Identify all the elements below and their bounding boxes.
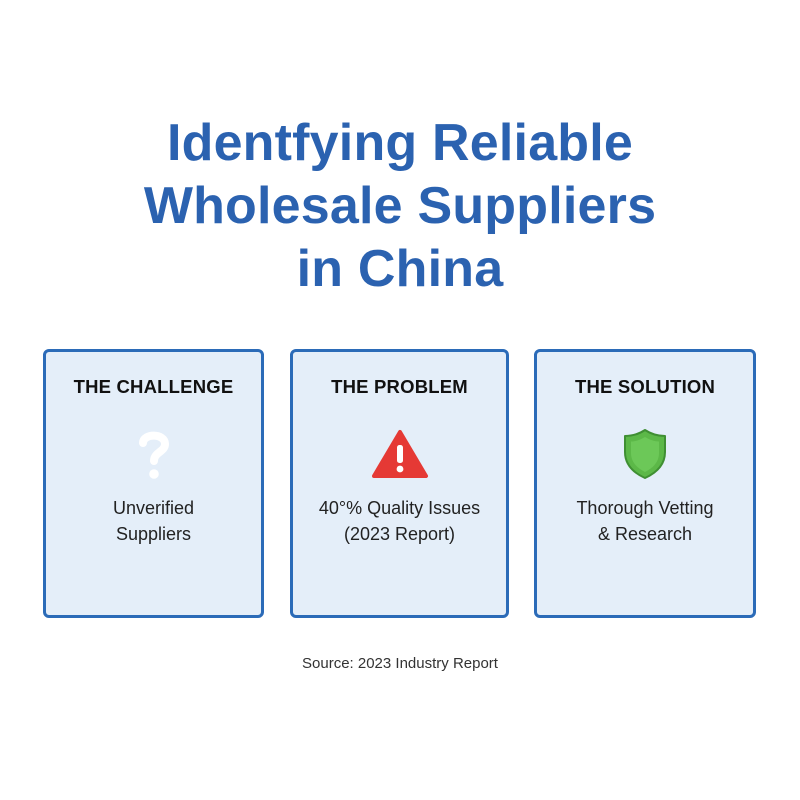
title-line-2: Wholesale Suppliers (143, 177, 657, 235)
source-note: Source: 2023 Industry Report (302, 655, 498, 672)
warning-triangle-icon (370, 428, 430, 480)
question-mark-icon (124, 428, 184, 480)
page-title: Identfying Reliable Wholesale Suppliers … (0, 112, 800, 301)
card-text: Thorough Vetting & Research (543, 495, 747, 547)
card-text-line-1: Thorough Vetting (576, 498, 714, 518)
card-text-line-1: 40°% Quality Issues (318, 498, 481, 518)
card-text-line-2: & Research (597, 524, 693, 544)
card-text: 40°% Quality Issues (2023 Report) (299, 495, 500, 547)
card-text-line-1: Unverified (112, 498, 195, 518)
card-heading: THE CHALLENGE (73, 376, 234, 397)
card-text-line-2: Suppliers (115, 524, 192, 544)
card-text: Unverified Suppliers (52, 495, 255, 547)
card-challenge: THE CHALLENGE Unverified Suppliers (43, 349, 264, 618)
card-heading: THE SOLUTION (574, 376, 716, 397)
card-solution: THE SOLUTION Thorough Vetting & Research (534, 349, 756, 618)
shield-icon (615, 428, 675, 480)
title-line-3: in China (296, 240, 504, 298)
card-heading: THE PROBLEM (331, 376, 468, 397)
title-line-1: Identfying Reliable (166, 114, 634, 172)
card-problem: THE PROBLEM 40°% Quality Issues (2023 Re… (290, 349, 509, 618)
card-text-line-2: (2023 Report) (343, 524, 456, 544)
